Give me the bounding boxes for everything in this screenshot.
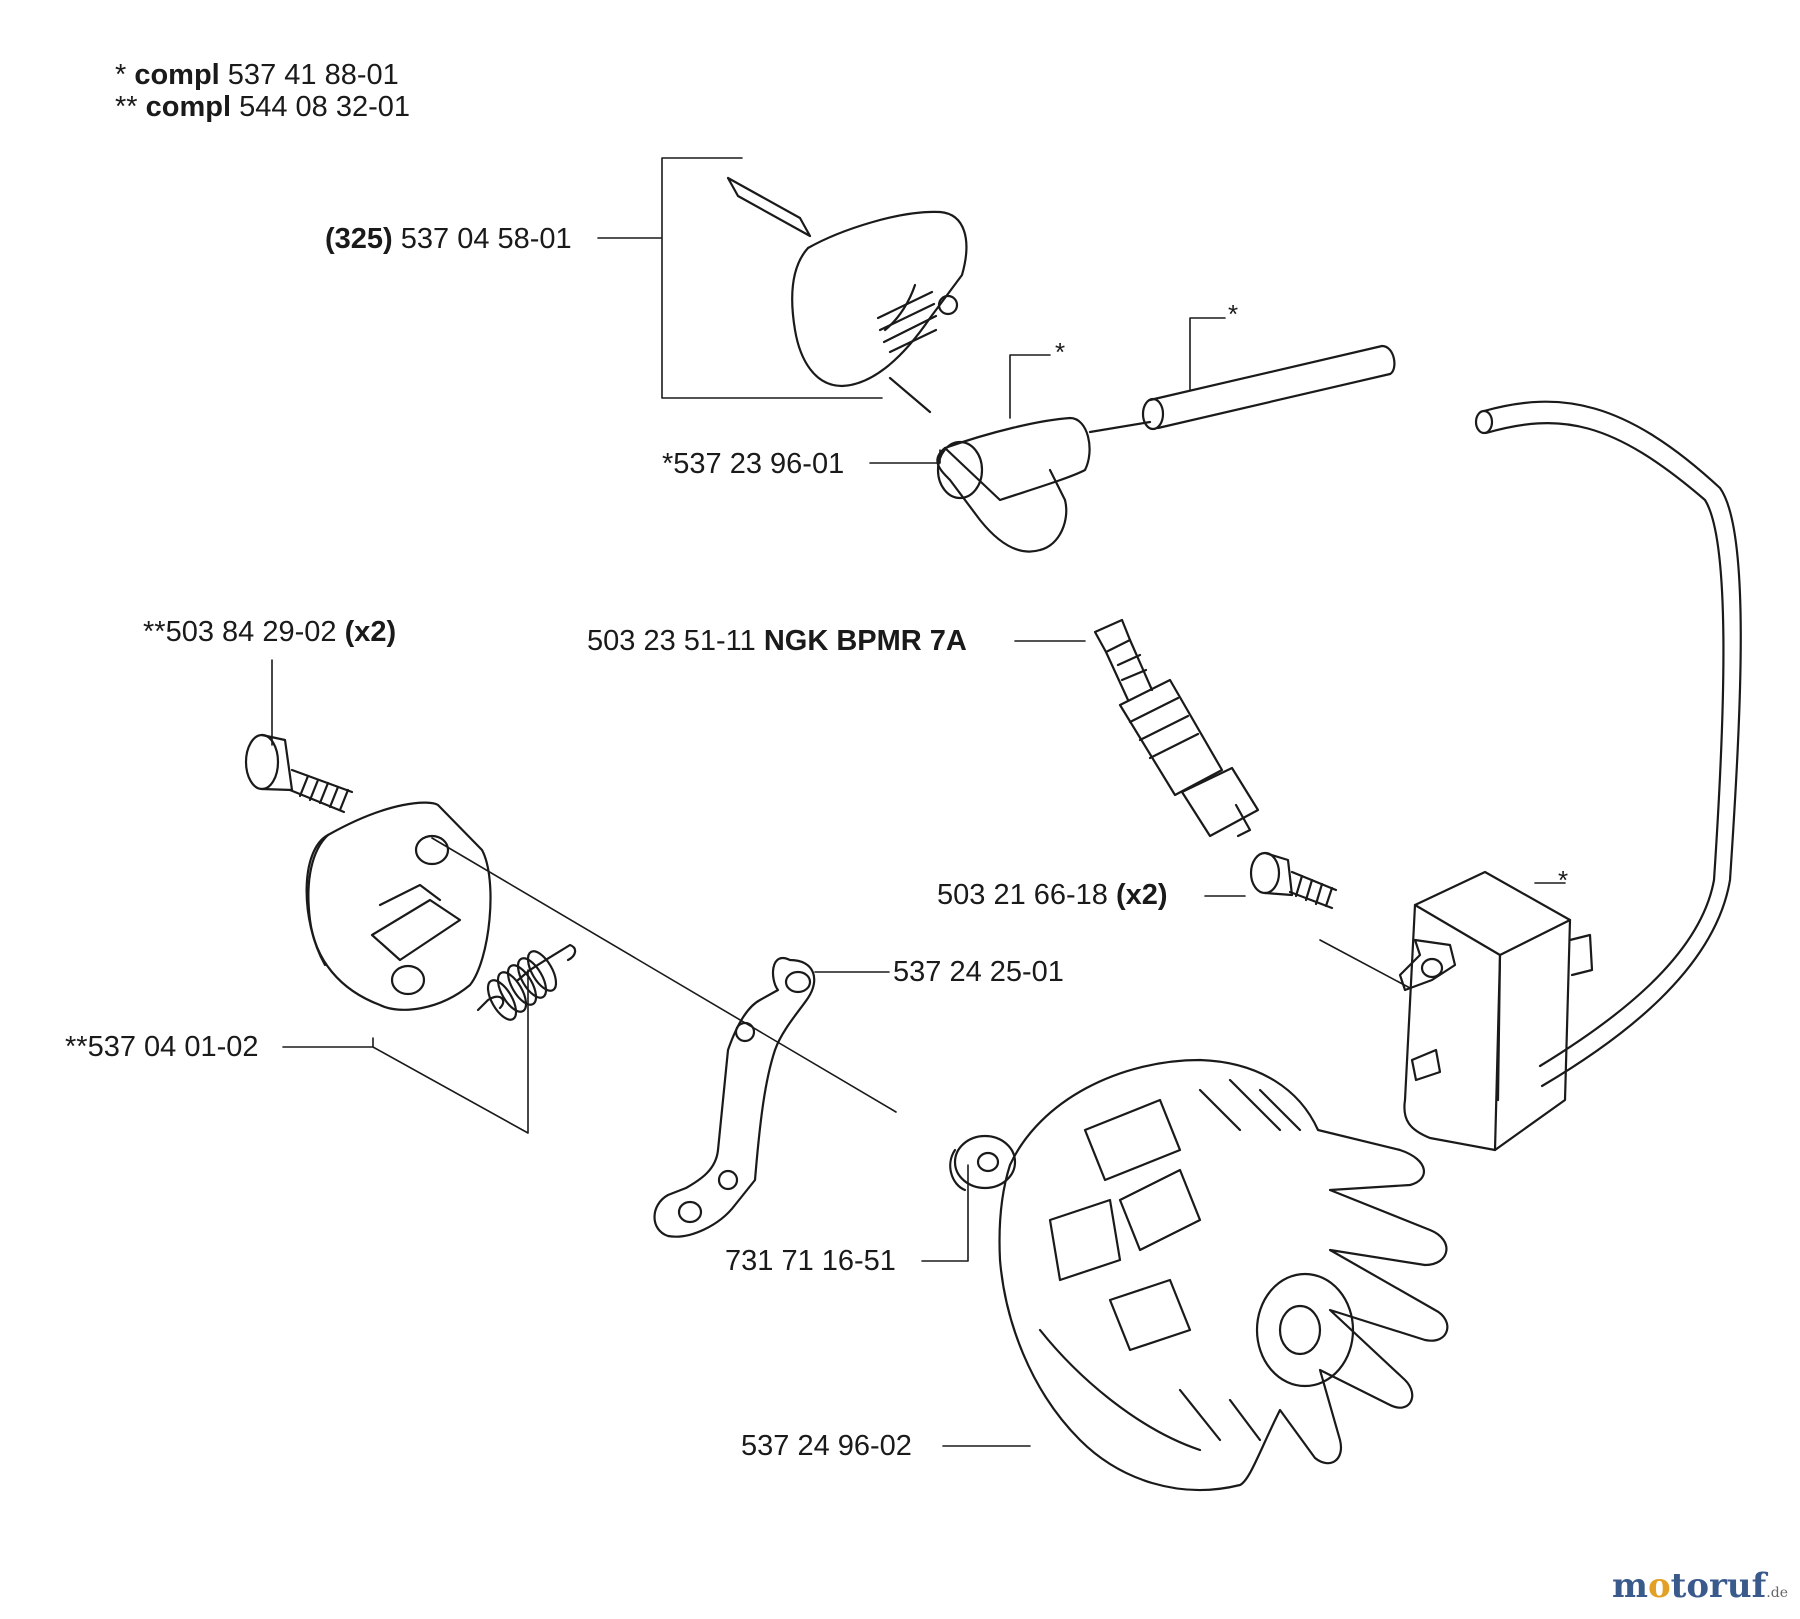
ignition-boot	[936, 416, 1152, 553]
clutch-screw	[244, 733, 354, 814]
asterisk-boot: *	[1055, 337, 1066, 367]
spark-plug	[1093, 618, 1260, 838]
flywheel	[998, 1058, 1449, 1492]
asterisk-lead: *	[1228, 299, 1239, 329]
callout-clutch-shoes: **537 04 01-02	[65, 1031, 259, 1063]
clutch-spring	[476, 943, 577, 1021]
brake-lever	[653, 956, 816, 1238]
callout-coil-screw: 503 21 66-18 (x2)	[937, 879, 1168, 911]
callout-ignition-boot: *537 23 96-01	[662, 448, 845, 480]
callout-clutch-screw: **503 84 29-02 (x2)	[143, 616, 397, 648]
ht-cable	[1474, 400, 1742, 1088]
leader-lines	[271, 157, 1566, 1447]
callout-brake-lever: 537 24 25-01	[893, 956, 1064, 988]
coil-screw	[1249, 851, 1338, 910]
ignition-coil	[1398, 870, 1594, 1152]
callout-spark-plug-cap: (325) 537 04 58-01	[325, 223, 572, 255]
callout-spark-plug: 503 23 51-11 NGK BPMR 7A	[587, 625, 967, 657]
callout-flywheel: 537 24 96-02	[741, 1430, 912, 1462]
clutch-shoes	[305, 801, 492, 1011]
compl-note-2: ** compl 544 08 32-01	[115, 91, 411, 123]
asterisk-coil: *	[1558, 865, 1569, 895]
motoruf-watermark: motoruf.de	[1611, 1566, 1788, 1606]
ignition-lead-tube	[1141, 344, 1396, 431]
spark-plug-cap	[726, 176, 968, 414]
callout-washer: 731 71 16-51	[725, 1245, 896, 1277]
washer	[949, 1134, 1017, 1192]
compl-note-1: * compl 537 41 88-01	[115, 59, 399, 91]
